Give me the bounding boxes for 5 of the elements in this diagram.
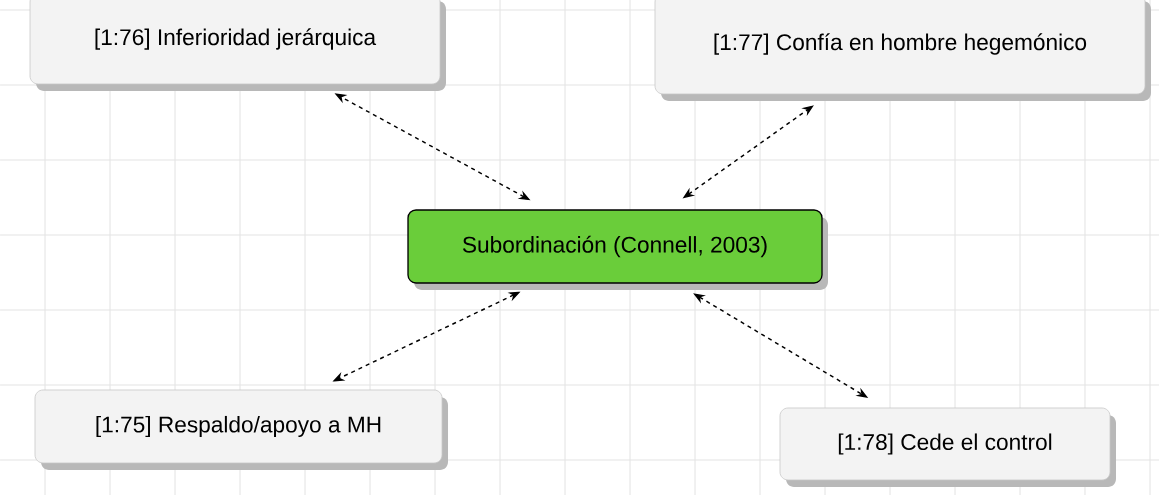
code-box: [1:75] Respaldo/apoyo a MH (34, 389, 448, 470)
code-box: [1:76] Inferioridad jerárquica (29, 0, 446, 91)
code-box: [1:77] Confía en hombre hegemónico (654, 0, 1151, 101)
central-concept-box: Subordinación (Connell, 2003) (407, 209, 828, 290)
code-box: [1:78] Cede el control (779, 407, 1116, 487)
